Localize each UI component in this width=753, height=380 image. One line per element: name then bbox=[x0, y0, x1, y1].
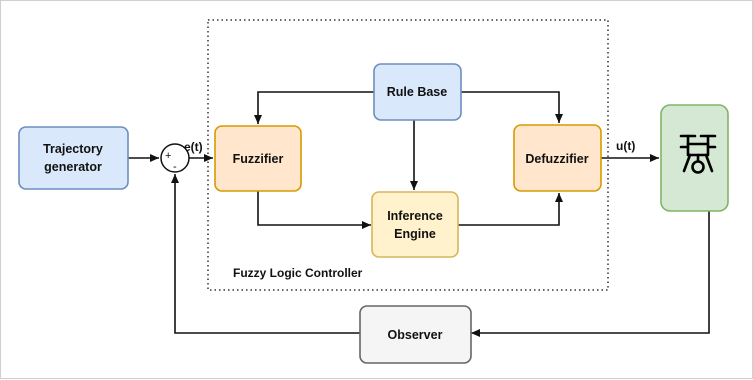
rule-base-label: Rule Base bbox=[387, 85, 447, 99]
wire-fuzzifier-to-inference bbox=[257, 191, 371, 229]
fuzzifier-label: Fuzzifier bbox=[233, 152, 284, 166]
inference-label-line2: Engine bbox=[394, 227, 436, 241]
error-signal-label: e(t) bbox=[184, 140, 203, 154]
trajectory-generator-block: Trajectory generator bbox=[18, 126, 129, 190]
wire-observer-to-sum bbox=[171, 174, 360, 334]
minus-sign: - bbox=[173, 161, 177, 173]
defuzzifier-label: Defuzzifier bbox=[525, 152, 588, 166]
controller-label: Fuzzy Logic Controller bbox=[233, 266, 363, 280]
inference-label-line1: Inference bbox=[387, 209, 443, 223]
wire-inference-to-defuzzifier bbox=[458, 193, 563, 226]
summing-junction: + - bbox=[160, 143, 190, 173]
observer-label: Observer bbox=[388, 328, 443, 342]
defuzzifier-block: Defuzzifier bbox=[513, 124, 602, 192]
plus-sign: + bbox=[165, 150, 171, 162]
controller-boundary bbox=[207, 19, 609, 291]
observer-block: Observer bbox=[359, 305, 472, 364]
trajectory-label-line1: Trajectory bbox=[43, 142, 103, 156]
wire-rulebase-to-defuzzifier bbox=[461, 91, 563, 123]
fuzzifier-block: Fuzzifier bbox=[214, 125, 302, 192]
trajectory-label-line2: generator bbox=[44, 160, 102, 174]
drone-block bbox=[660, 104, 729, 212]
rule-base-block: Rule Base bbox=[373, 63, 462, 121]
drone-icon bbox=[679, 134, 717, 174]
inference-engine-block: Inference Engine bbox=[371, 191, 459, 258]
control-signal-label: u(t) bbox=[616, 139, 635, 153]
wire-rulebase-to-fuzzifier bbox=[254, 91, 374, 124]
wire-drone-to-observer bbox=[471, 211, 710, 337]
